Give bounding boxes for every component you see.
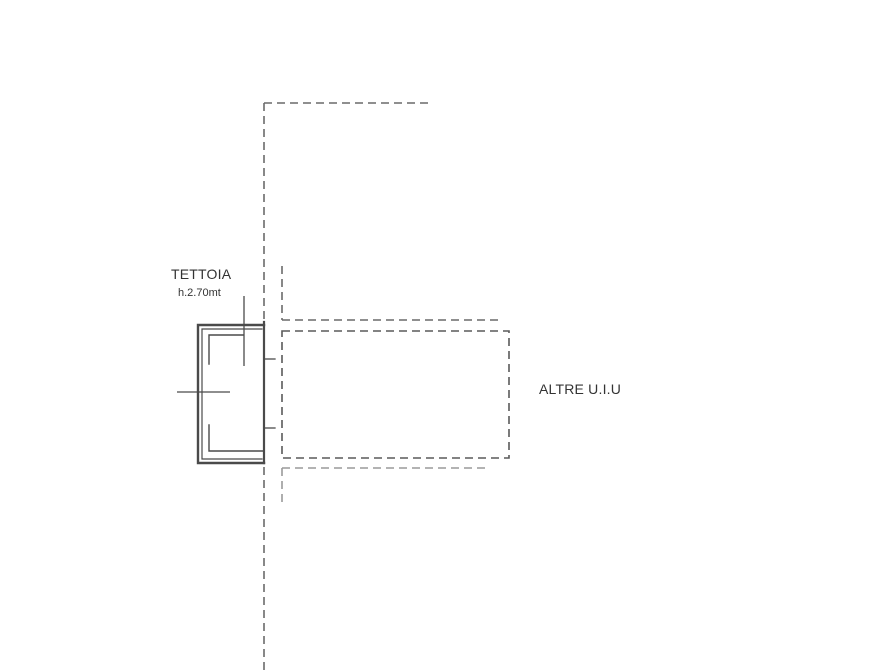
dashed-boundary xyxy=(263,102,432,670)
tettoia-height-label: h.2.70mt xyxy=(178,287,221,299)
tettoia-structure xyxy=(196,320,276,465)
tettoia-outer-wall-inner-edge xyxy=(201,328,263,460)
other-units-outer-dashed xyxy=(281,266,500,321)
tettoia-inner-wall-top xyxy=(208,334,244,365)
tettoia-inner-wall-bottom xyxy=(208,424,264,452)
tettoia-outer-wall xyxy=(196,323,266,465)
other-units-label: ALTRE U.I.U xyxy=(539,381,622,397)
section-marks xyxy=(177,296,245,393)
other-units-rect xyxy=(281,330,510,459)
other-units-outer-dashed-lower xyxy=(281,467,490,504)
tettoia-label: TETTOIA xyxy=(171,266,232,282)
